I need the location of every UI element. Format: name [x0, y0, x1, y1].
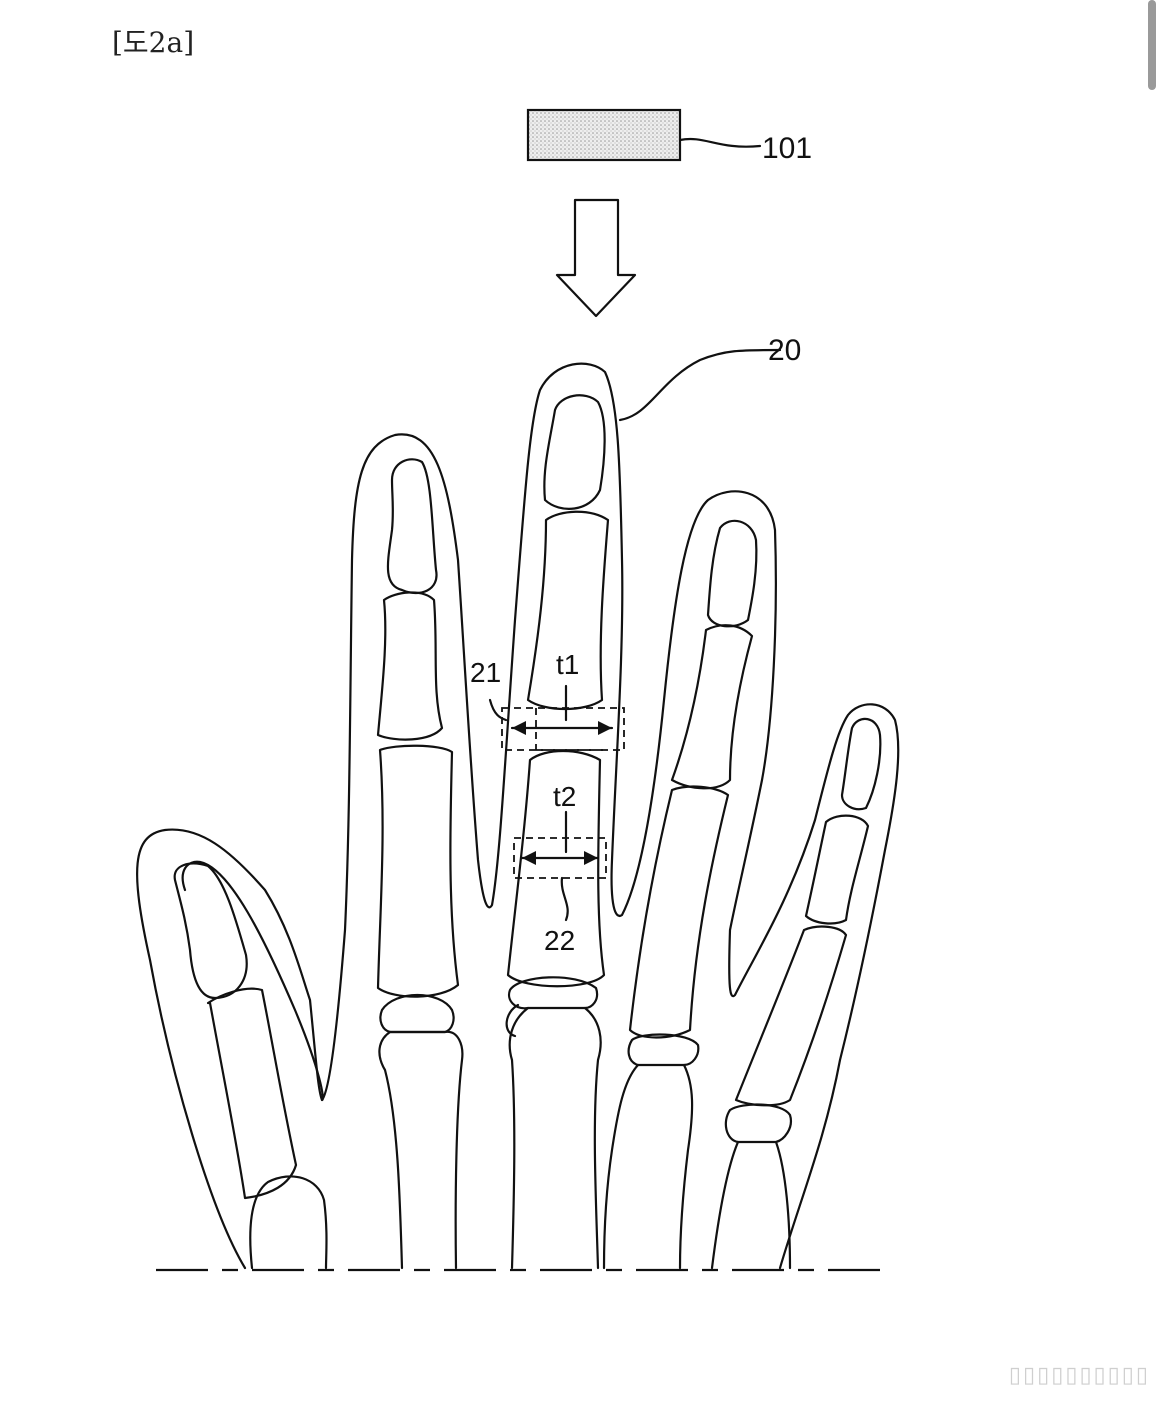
measurement-region-22: t2 22 — [513, 781, 607, 956]
thickness-t2-label: t2 — [553, 781, 576, 812]
ring-finger-bones — [602, 519, 758, 1270]
thickness-t1-label: t1 — [556, 649, 579, 680]
thumb-bones — [173, 862, 328, 1270]
watermark: ▯▯▯▯▯▯▯▯▯▯ — [1008, 1363, 1150, 1388]
measurement-region-21: t1 21 — [470, 649, 625, 751]
index-finger-bones — [376, 458, 464, 1270]
light-source-label: 101 — [762, 132, 812, 165]
middle-finger-bones — [505, 394, 610, 1270]
region-22-label: 22 — [544, 925, 575, 956]
region-21-label: 21 — [470, 657, 501, 688]
light-source: 101 — [526, 108, 812, 165]
irradiation-arrow — [555, 198, 637, 318]
figure-title: [도2a] — [112, 26, 194, 59]
little-finger-bones — [710, 717, 882, 1270]
thumb-inner-outline — [181, 860, 324, 1102]
hand-outline — [136, 362, 900, 1270]
finger-contour-label: 20 — [768, 334, 801, 367]
scrollbar[interactable] — [1148, 0, 1156, 90]
